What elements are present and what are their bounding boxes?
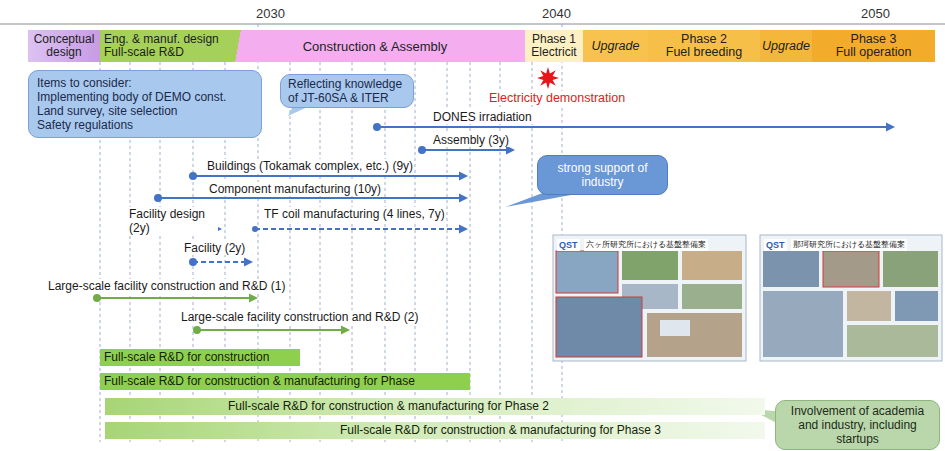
node-text: Upgrade [762,39,810,53]
node-text: Construction & Assembly [303,39,448,54]
node-text: QST [764,239,787,251]
phase-bar: Upgrade [760,30,812,62]
node-text: Eng. & manuf. design [104,33,219,46]
node-subtext: 那珂研究所における基盤整備案 [791,239,907,251]
rd-bar: Full-scale R&D for construction & manufa… [105,398,765,415]
task-label: Large-scale facility construction and R&… [180,310,419,324]
task-label: Buildings (Tokamak complex, etc.) (9y) [206,159,414,173]
node-text: Reflecting knowledge of JT-60SA & ITER [288,77,406,105]
time-axis [0,24,945,25]
node-subtext: Full-scale R&D [104,46,184,59]
task-label: DONES irradiation [432,110,533,124]
photo-panel: QST 那珂研究所における基盤整備案 [760,235,942,361]
phase-bar: Eng. & manuf. designFull-scale R&D [100,30,262,62]
node-text: Involvement of academia and industry, in… [784,404,931,446]
node-subtext: Safety regulations [37,118,133,132]
year-label: 2050 [860,6,891,21]
milestone-star [537,67,559,89]
node-text: strong support of industry [544,161,661,189]
callout-box: Involvement of academia and industry, in… [775,400,940,450]
facility-photo-panel [553,235,746,361]
phase-bar: Upgrade [583,30,648,62]
task-label: Large-scale facility construction and R&… [47,279,286,293]
facility-photo-panel [760,235,942,361]
year-label: 2040 [541,6,572,21]
phase-bar: Phase 2Fuel breeding [648,30,760,62]
node-text: Items to consider: [37,76,132,90]
task-label: Facility (2y) [183,241,246,255]
node-text: Full-scale R&D for construction & manufa… [340,423,661,438]
node-subtext: 六ヶ所研究所における基盤整備案 [584,239,708,251]
task-label: TF coil manufacturing (4 lines, 7y) [263,207,446,221]
milestone-label: Electricity demonstration [488,91,626,105]
node-text: Phase 2 [681,33,727,46]
callout-box: Reflecting knowledge of JT-60SA & ITER [280,74,414,108]
node-text: Full-scale R&D for construction & manufa… [228,399,549,414]
rd-bar: Full-scale R&D for construction [100,349,300,366]
task-label: Component manufacturing (10y) [208,182,382,196]
rd-bar: Full-scale R&D for construction & manufa… [105,422,765,439]
node-text: Full-scale R&D for construction & manufa… [104,374,415,389]
callout-box: Items to consider:Implementing body of D… [28,70,262,138]
callout-box: strong support of industry [537,155,668,195]
task-label: Assembly (3y) [432,133,510,147]
phase-bar: Phase 3Full operation [812,30,935,62]
node-text: QST [557,239,580,251]
node-text: Conceptual design [30,33,98,59]
node-text: Upgrade [592,39,640,53]
phase-bar: Conceptual design [28,30,100,62]
node-subtext: Fuel breeding [666,46,742,59]
node-text: Phase 1 [532,33,576,46]
node-subtext: Full operation [836,46,912,59]
phase-bar: Phase 1Electricit [525,30,583,62]
rd-bar: Full-scale R&D for construction & manufa… [100,373,470,390]
node-subtext: Implementing body of DEMO const. [37,90,226,104]
node-text: Phase 3 [851,33,897,46]
year-label: 2030 [255,6,286,21]
node-subtext: Electricit [531,46,576,59]
task-label: Facility design (2y) [128,207,218,235]
photo-panel: QST 六ヶ所研究所における基盤整備案 [553,235,746,361]
node-subtext: Land survey, site selection [37,104,178,118]
node-text: Full-scale R&D for construction [104,350,269,365]
